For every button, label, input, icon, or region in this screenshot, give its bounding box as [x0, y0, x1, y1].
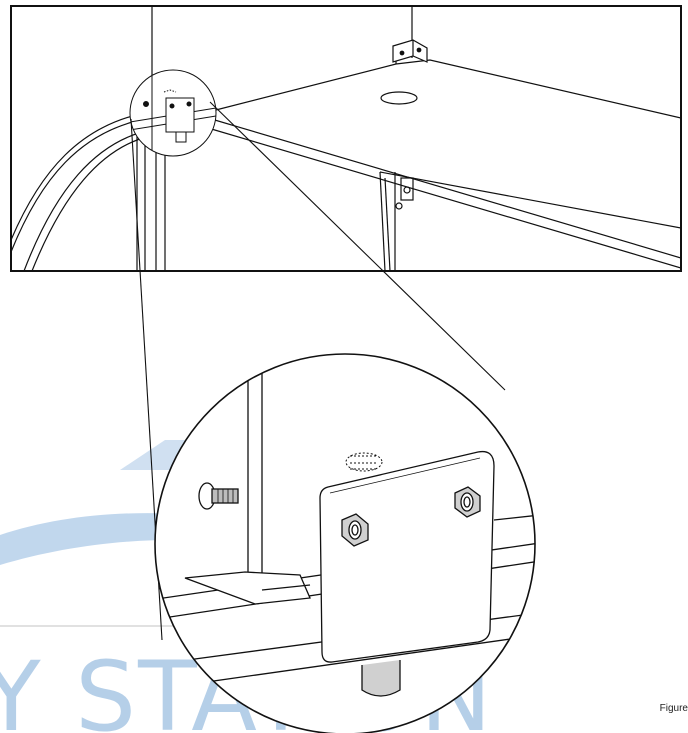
angle-bracket-icon: [319, 450, 495, 697]
hidden-fastener: [345, 452, 383, 472]
corner-bracket: [392, 39, 428, 63]
carriage-bolt-icon: [198, 482, 239, 510]
overview-panel: [10, 5, 682, 272]
table-hole: [380, 91, 418, 105]
detail-callout-large: [154, 353, 536, 733]
hex-nut-icon: [341, 513, 369, 547]
detail-callout-small: [129, 69, 217, 157]
bolt-head-icon: [454, 486, 481, 518]
figure-caption: Figure: [659, 703, 688, 714]
